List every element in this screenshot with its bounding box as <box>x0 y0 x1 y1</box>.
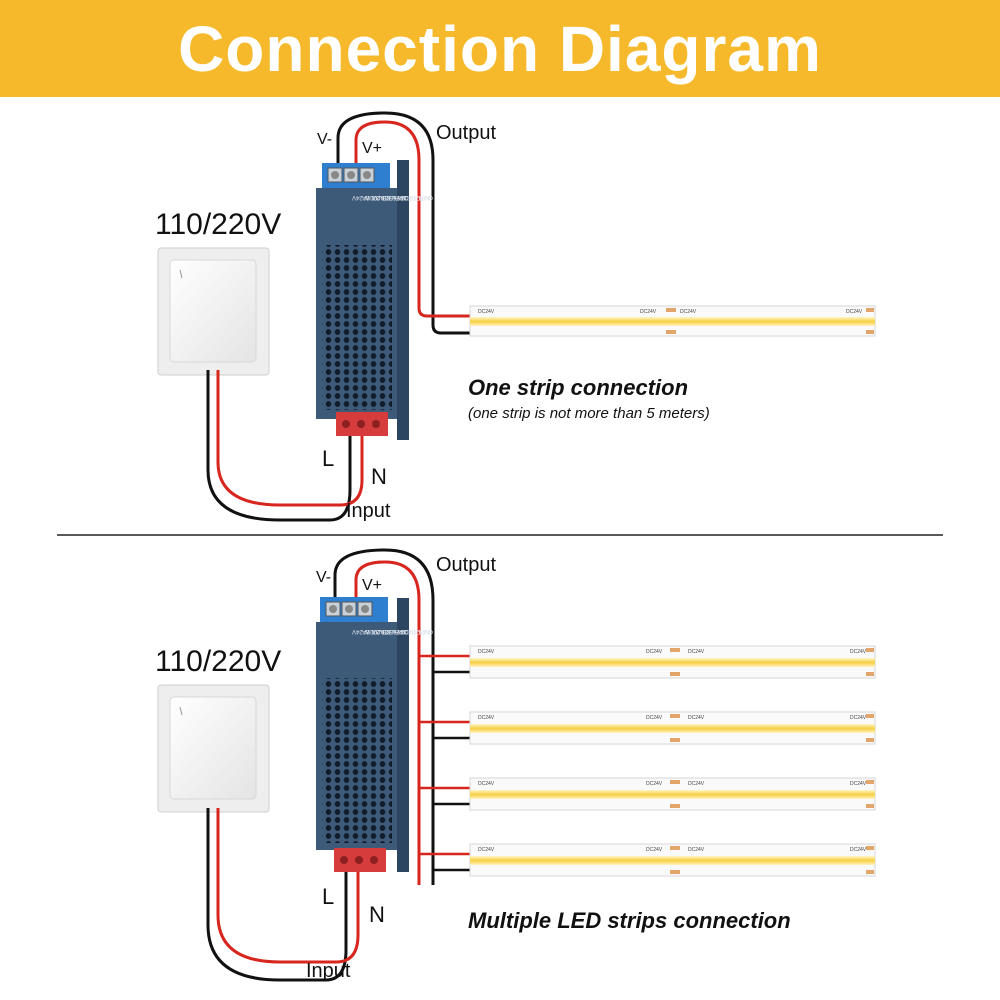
top-output-label: Output <box>436 122 497 144</box>
svg-text:DC24V: DC24V <box>688 649 705 655</box>
wall-switch-icon <box>157 684 270 813</box>
svg-text:DC24V: DC24V <box>850 781 867 787</box>
svg-text:MODEL:CB-200W-24V: MODEL:CB-200W-24V <box>352 628 414 634</box>
svg-text:DC24V: DC24V <box>640 309 657 315</box>
top-voltage-label: 110/220V <box>155 208 282 241</box>
svg-text:DC24V: DC24V <box>478 715 495 721</box>
top-subcaption: (one strip is not more than 5 meters) <box>468 405 710 422</box>
svg-text:DC24V: DC24V <box>646 847 663 853</box>
input-wire-negative <box>206 808 348 982</box>
top-v-minus-label: V- <box>317 131 333 148</box>
cob-led-strip-icon: DC24V DC24V DC24V DC24V <box>469 711 876 745</box>
top-input-label: Input <box>346 500 391 522</box>
svg-text:DC24V: DC24V <box>688 781 705 787</box>
svg-text:INPUT:100-265V AC 1.8A: INPUT:100-265V AC 1.8A <box>362 194 431 200</box>
bottom-output-label: Output <box>436 554 497 576</box>
svg-text:MODEL:CB-200W-24V: MODEL:CB-200W-24V <box>352 194 414 200</box>
bottom-n-label: N <box>369 902 385 927</box>
svg-text:OUTPUT:24V=DC8.3A: OUTPUT:24V=DC8.3A <box>372 628 433 634</box>
svg-text:DC24V: DC24V <box>850 649 867 655</box>
svg-text:DC24V: DC24V <box>850 847 867 853</box>
svg-text:DC24V: DC24V <box>688 847 705 853</box>
bottom-section: MODEL:CB-200W-24V INPUT:100-265V AC 1.8A… <box>157 548 876 982</box>
svg-text:INPUT:100-265V AC 1.8A: INPUT:100-265V AC 1.8A <box>362 628 431 634</box>
input-wire-positive <box>216 808 360 964</box>
title-banner: Connection Diagram <box>0 0 1000 97</box>
svg-text:DC24V: DC24V <box>646 649 663 655</box>
svg-text:DC24V: DC24V <box>646 715 663 721</box>
svg-text:DC24V: DC24V <box>680 309 697 315</box>
output-wire-negative <box>336 111 470 335</box>
power-supply-icon: MODEL:CB-200W-24V INPUT:100-265V AC 1.8A… <box>316 160 433 440</box>
svg-text:DC24V: DC24V <box>850 715 867 721</box>
svg-text:OUTPUT:24V=DC8.3A: OUTPUT:24V=DC8.3A <box>372 194 433 200</box>
top-l-label: L <box>322 446 335 471</box>
cob-led-strip-icon: DC24V DC24V DC24V DC24V <box>469 305 876 337</box>
bottom-v-plus-label: V+ <box>362 577 383 594</box>
input-wire-positive <box>216 370 364 507</box>
output-wire-positive <box>354 560 421 885</box>
bottom-l-label: L <box>322 884 335 909</box>
power-supply-icon: MODEL:CB-200W-24V INPUT:100-265V AC 1.8A… <box>316 597 433 872</box>
svg-text:DC24V: DC24V <box>478 781 495 787</box>
output-wire-negative <box>333 548 435 885</box>
cob-led-strip-icon: DC24V DC24V DC24V DC24V <box>469 645 876 679</box>
svg-text:DC24V: DC24V <box>646 781 663 787</box>
bottom-input-label: Input <box>306 960 351 982</box>
top-caption: One strip connection <box>468 375 689 400</box>
top-v-plus-label: V+ <box>362 140 383 157</box>
svg-text:DC24V: DC24V <box>478 309 495 315</box>
svg-text:DC24V: DC24V <box>688 715 705 721</box>
top-n-label: N <box>371 464 387 489</box>
top-section: MODEL:CB-200W-24V INPUT:100-265V AC 1.8A… <box>157 111 876 522</box>
page-title: Connection Diagram <box>178 12 822 85</box>
bottom-voltage-label: 110/220V <box>155 645 282 678</box>
cob-led-strip-icon: DC24V DC24V DC24V DC24V <box>469 777 876 811</box>
cob-led-strip-icon: DC24V DC24V DC24V DC24V <box>469 843 876 877</box>
output-wire-positive <box>354 120 470 318</box>
svg-text:DC24V: DC24V <box>478 847 495 853</box>
bottom-caption: Multiple LED strips connection <box>468 908 791 933</box>
svg-text:DC24V: DC24V <box>478 649 495 655</box>
bottom-v-minus-label: V- <box>316 569 332 586</box>
wall-switch-icon <box>157 247 270 376</box>
svg-text:DC24V: DC24V <box>846 309 863 315</box>
